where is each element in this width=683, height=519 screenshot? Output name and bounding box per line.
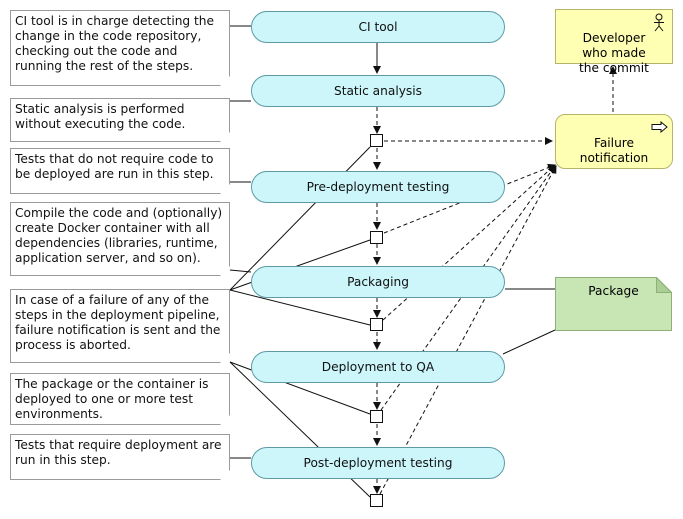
junction-pre-deployment[interactable] (370, 231, 383, 244)
role-developer[interactable]: Developer who made the commit (555, 9, 673, 75)
junction-post-deployment[interactable] (370, 494, 383, 507)
note-post-deployment: Tests that require deployment are run in… (10, 434, 230, 480)
artifact-fold-icon (656, 277, 672, 293)
note-static-analysis: Static analysis is performed without exe… (10, 98, 230, 142)
step-post-deployment-testing[interactable]: Post-deployment testing (251, 447, 505, 479)
role-label: Developer who made the commit (579, 31, 649, 75)
note-deployment: The package or the container is deployed… (10, 373, 230, 425)
junction-deployment[interactable] (370, 410, 383, 423)
step-packaging[interactable]: Packaging (251, 266, 505, 298)
event-failure-notification[interactable]: Failure notification (555, 114, 673, 169)
step-deployment-to-qa[interactable]: Deployment to QA (251, 351, 505, 383)
event-label: Failure notification (579, 136, 649, 165)
trigger-arrow-icon (651, 121, 668, 133)
note-ci-tool: CI tool is in charge detecting the chang… (10, 10, 230, 86)
step-ci-tool[interactable]: CI tool (251, 11, 505, 43)
junction-packaging[interactable] (370, 318, 383, 331)
artifact-label: Package (588, 284, 639, 298)
artifact-package[interactable]: Package (555, 277, 672, 331)
note-packaging: Compile the code and (optionally) create… (10, 202, 230, 276)
note-failure: In case of a failure of any of the steps… (10, 289, 230, 363)
step-static-analysis[interactable]: Static analysis (251, 75, 505, 107)
actor-icon (654, 13, 664, 32)
step-pre-deployment-testing[interactable]: Pre-deployment testing (251, 171, 505, 203)
note-pre-deployment: Tests that do not require code to be dep… (10, 148, 230, 194)
junction-static-analysis[interactable] (370, 134, 383, 147)
